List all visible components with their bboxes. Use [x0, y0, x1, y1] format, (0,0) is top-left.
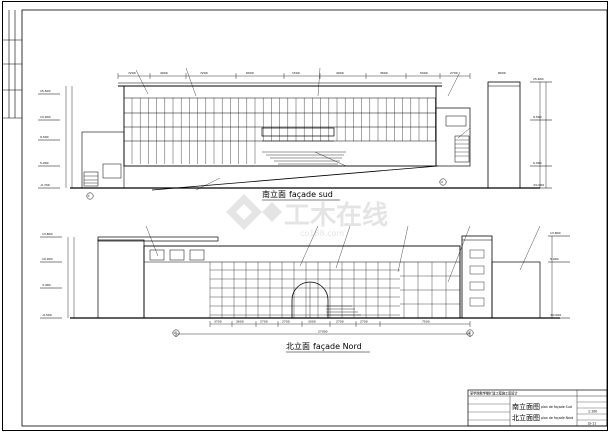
- sheet-title-fr-1: plan de façade Sud: [541, 405, 572, 409]
- project-name: 某学院教学楼扩建工程施工图设计: [470, 390, 519, 395]
- south-dim-10: 8000: [498, 71, 506, 75]
- south-elevation-labels: 南立面 façade sud ① ② 15.600 13.900 9.500 5…: [40, 71, 544, 201]
- south-level-r2: 9.500: [533, 115, 542, 119]
- south-level-1: 15.600: [40, 89, 51, 93]
- title-block: [467, 389, 608, 427]
- watermark-logo: [226, 194, 282, 230]
- south-level-r4: ±0.000: [533, 183, 544, 187]
- south-level-2: 13.900: [40, 115, 51, 119]
- north-dim-6: 2700: [336, 320, 344, 324]
- south-dim-4: 6000: [246, 71, 254, 75]
- south-dim-9: 2700: [450, 71, 458, 75]
- south-dim-1: 7200: [128, 71, 136, 75]
- north-dim-3: 2700: [260, 320, 268, 324]
- inner-border: [21, 9, 608, 427]
- north-dim-1: 3700: [214, 320, 222, 324]
- title-block-text: 某学院教学楼扩建工程施工图设计 南立面图 plan de façade Sud …: [470, 390, 597, 425]
- south-level-3: 9.500: [40, 135, 49, 139]
- watermark-brand-cn: 工木在线: [284, 201, 388, 231]
- north-dim-9: 27000: [318, 330, 328, 334]
- sheet-scale: 1:100: [588, 410, 597, 414]
- south-axis-left: ①: [88, 194, 91, 198]
- north-axis-right: ②: [468, 331, 471, 335]
- sheet-title-cn-1: 南立面图: [512, 402, 540, 411]
- sheet-title-cn-2: 北立面图: [512, 413, 540, 422]
- north-elevation: [40, 225, 570, 337]
- north-title-fr: façade Nord: [313, 342, 362, 351]
- watermark: 工木在线 co188.com: [226, 194, 388, 238]
- south-dim-7: 3600: [380, 71, 388, 75]
- south-level-4: 5.000: [40, 161, 49, 165]
- south-level-r3: 0.000: [533, 161, 542, 165]
- north-level-1: 13.800: [42, 232, 53, 236]
- north-level-3: 3.400: [42, 283, 51, 287]
- north-title-cn: 北立面: [286, 341, 310, 351]
- south-dim-5: 1500: [292, 71, 300, 75]
- north-dim-2: 3600: [236, 320, 244, 324]
- south-level-5: -0.700: [40, 183, 50, 187]
- south-dim-2: 4000: [160, 71, 168, 75]
- north-dim-4: 2700: [282, 320, 290, 324]
- north-level-r2: 5.000: [550, 257, 559, 261]
- south-dim-3: 7200: [200, 71, 208, 75]
- south-title-cn: 南立面: [262, 189, 286, 199]
- north-level-4: -0.500: [42, 313, 52, 317]
- south-dim-6: 4000: [336, 71, 344, 75]
- north-level-2: 10.000: [42, 257, 53, 261]
- north-elevation-labels: 北立面 façade Nord ① ② 13.800 10.000 3.400 …: [42, 231, 561, 353]
- north-axis-left: ①: [174, 331, 177, 335]
- south-level-r1: 15.600: [533, 77, 544, 81]
- north-dim-7: 2700: [360, 320, 368, 324]
- binding-strip: [2, 10, 22, 119]
- north-level-r3: ±0.000: [550, 313, 561, 317]
- north-dim-5: 3000: [308, 320, 316, 324]
- sheet-number: JS-11: [587, 422, 596, 426]
- south-elevation: [38, 67, 552, 200]
- south-dim-8: 5000: [420, 71, 428, 75]
- south-title-fr: façade sud: [289, 190, 333, 199]
- north-level-r1: 13.800: [550, 231, 561, 235]
- north-dim-8: 7500: [422, 320, 430, 324]
- south-axis-right: ②: [441, 180, 444, 184]
- sheet-title-fr-2: plan de façade Nord: [541, 416, 573, 420]
- watermark-brand-en: co188.com: [300, 229, 344, 238]
